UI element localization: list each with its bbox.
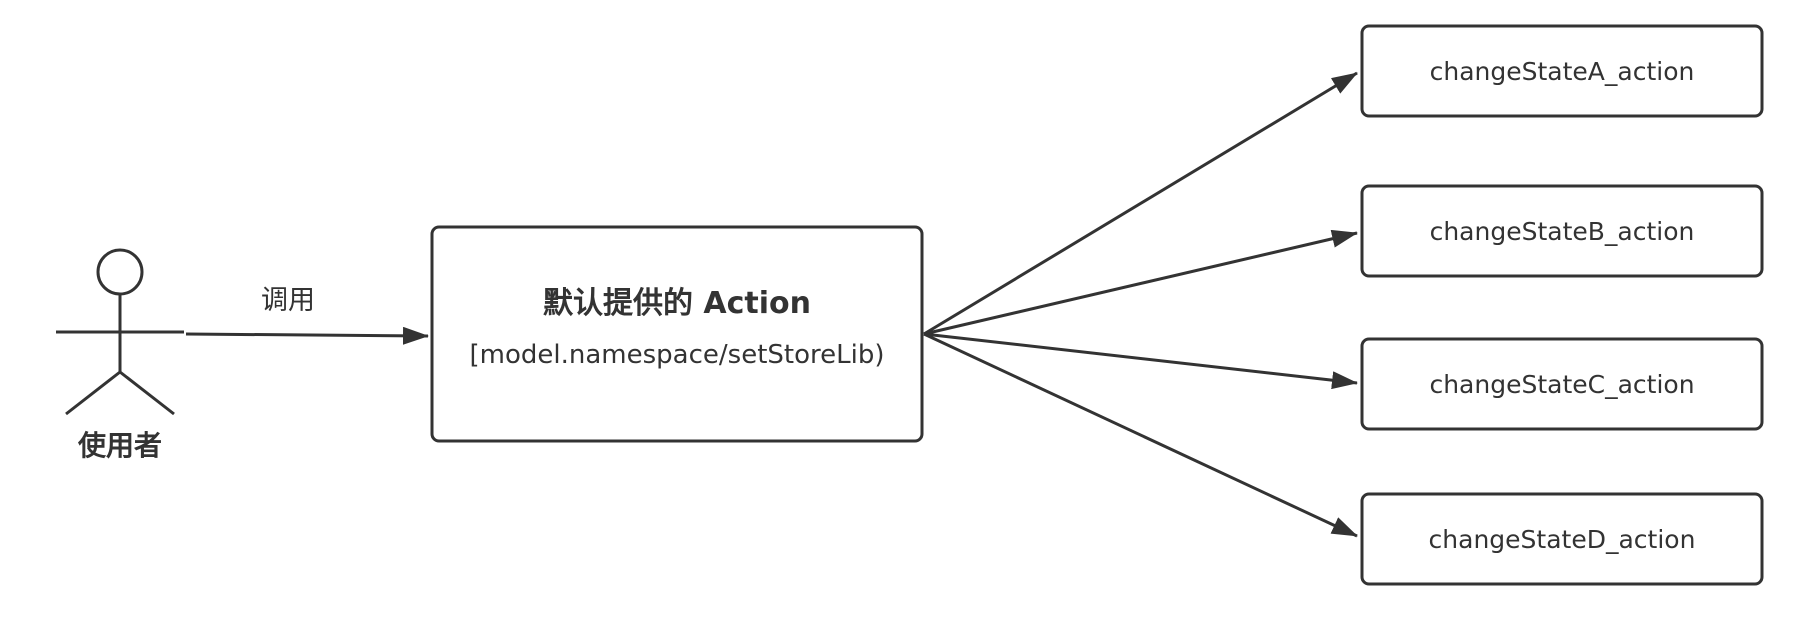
arrow-to-state-a	[923, 71, 1358, 336]
call-arrow-label: 调用	[261, 285, 315, 316]
main-action-subtitle: [model.namespace/setStoreLib)	[470, 340, 885, 370]
target-box-a-frame	[1360, 24, 1764, 118]
target-box-b-label: changeStateB_action	[1430, 217, 1695, 246]
target-box-c-label: changeStateC_action	[1429, 370, 1694, 399]
actor-right-leg	[119, 370, 175, 416]
arrow-to-state-c	[923, 332, 1358, 390]
target-box-a: changeStateA_action	[1360, 24, 1764, 118]
target-box-d: changeStateD_action	[1360, 492, 1764, 586]
main-action-title: 默认提供的 Action	[543, 286, 811, 321]
actor-left-leg	[65, 370, 121, 416]
main-action-box	[430, 225, 924, 443]
target-box-b: changeStateB_action	[1360, 184, 1764, 278]
call-arrow	[185, 326, 429, 345]
target-box-c-frame	[1360, 337, 1764, 431]
target-box-a-label: changeStateA_action	[1430, 57, 1695, 86]
actor-head	[96, 248, 144, 296]
target-box-b-frame	[1360, 184, 1764, 278]
actor-label: 使用者	[77, 429, 162, 462]
arrow-to-state-b	[923, 229, 1358, 336]
target-box-d-label: changeStateD_action	[1429, 525, 1696, 554]
actor-figure	[56, 248, 184, 416]
arrow-to-state-d	[923, 332, 1358, 538]
target-box-d-frame	[1360, 492, 1764, 586]
target-box-c: changeStateC_action	[1360, 337, 1764, 431]
